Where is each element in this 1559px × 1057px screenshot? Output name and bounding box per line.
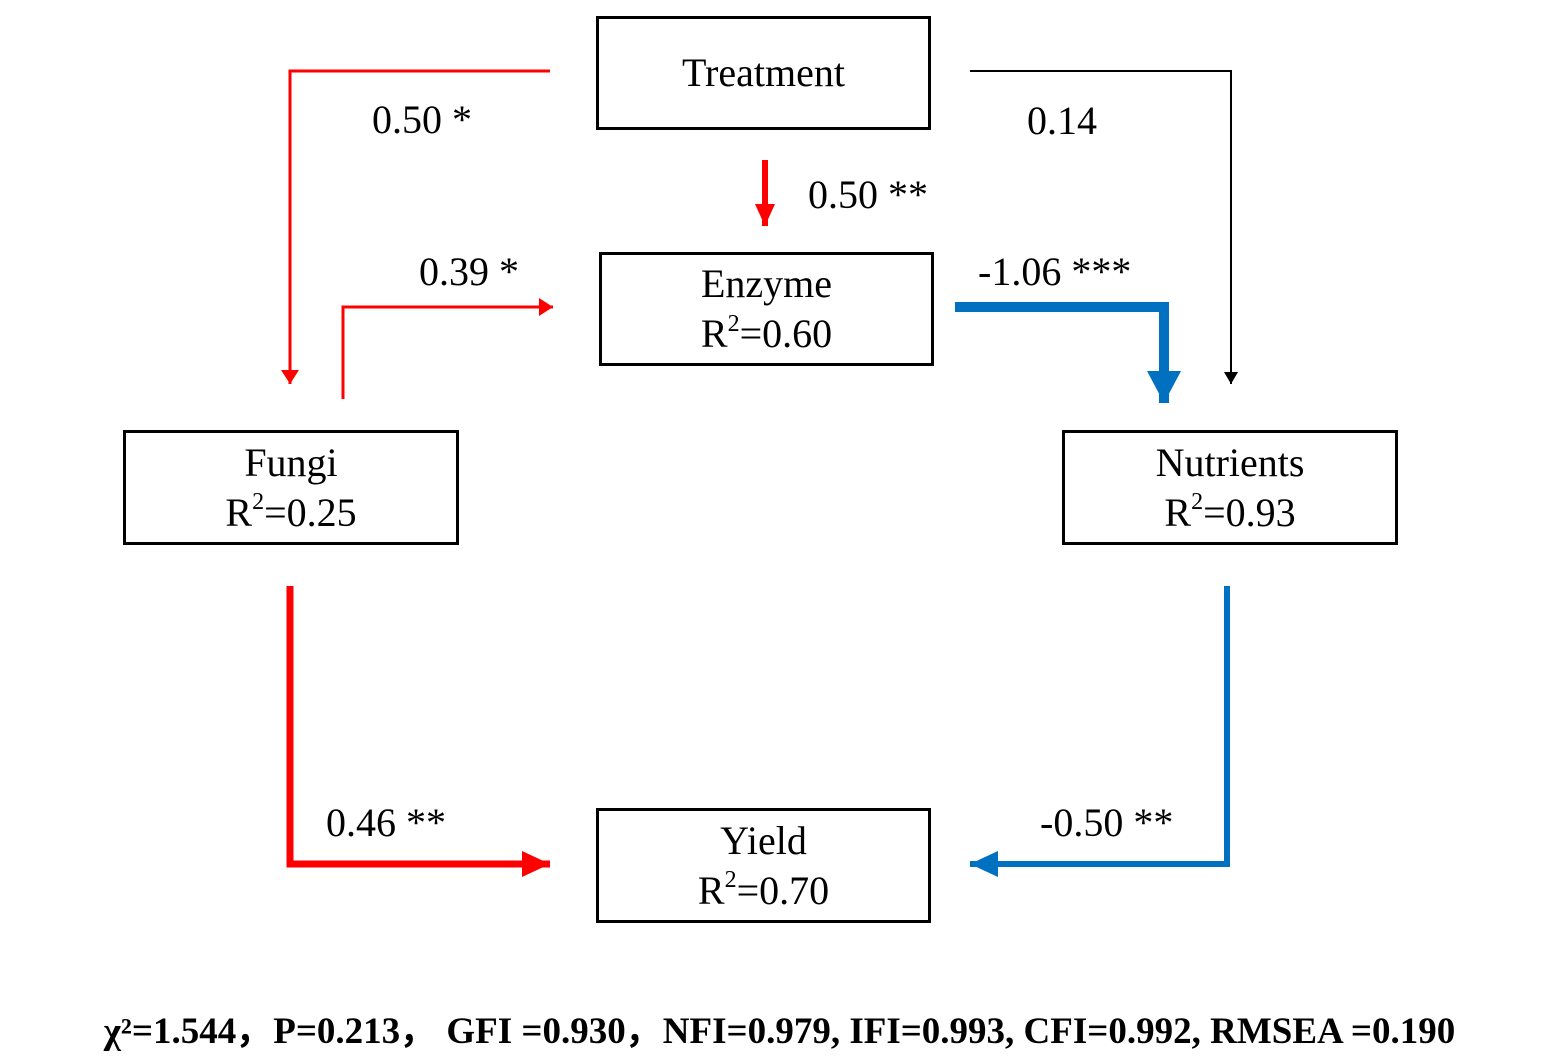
arrow-enzyme-nutrients [955,302,1181,403]
node-enzyme-r2: R2=0.60 [700,310,833,356]
arrow-fungi-yield [286,586,550,877]
coef-fungi-yield: 0.46 ** [326,800,446,845]
arrow-fungi-enzyme [341,298,553,399]
coef-treatment-enzyme: 0.50 ** [808,172,928,217]
node-treatment: Treatment [596,16,931,130]
node-nutrients: Nutrients R2=0.93 [1062,430,1398,545]
node-enzyme: Enzyme R2=0.60 [599,252,934,366]
coef-fungi-enzyme: 0.39 * [419,249,519,294]
node-fungi: Fungi R2=0.25 [123,430,459,545]
coef-enzyme-nutrients: -1.06 *** [978,249,1132,294]
coef-treatment-nutrients: 0.14 [1027,98,1097,143]
node-yield: Yield R2=0.70 [596,808,931,923]
node-yield-r2: R2=0.70 [697,867,830,913]
node-nutrients-r2: R2=0.93 [1164,489,1296,535]
node-nutrients-name: Nutrients [1155,439,1305,485]
arrow-nutrients-yield [970,586,1230,877]
node-enzyme-name: Enzyme [700,261,833,306]
node-fungi-r2: R2=0.25 [225,489,357,535]
arrow-treatment-nutrients [970,70,1238,384]
node-yield-name: Yield [720,817,807,863]
model-fit-indices: χ²=1.544，P=0.213， GFI =0.930，NFI=0.979, … [103,1011,1456,1052]
node-treatment-name: Treatment [682,50,845,95]
arrow-treatment-fungi [281,69,550,384]
coef-treatment-fungi: 0.50 * [372,97,472,142]
coef-nutrients-yield: -0.50 ** [1040,800,1174,845]
node-fungi-name: Fungi [244,439,338,485]
